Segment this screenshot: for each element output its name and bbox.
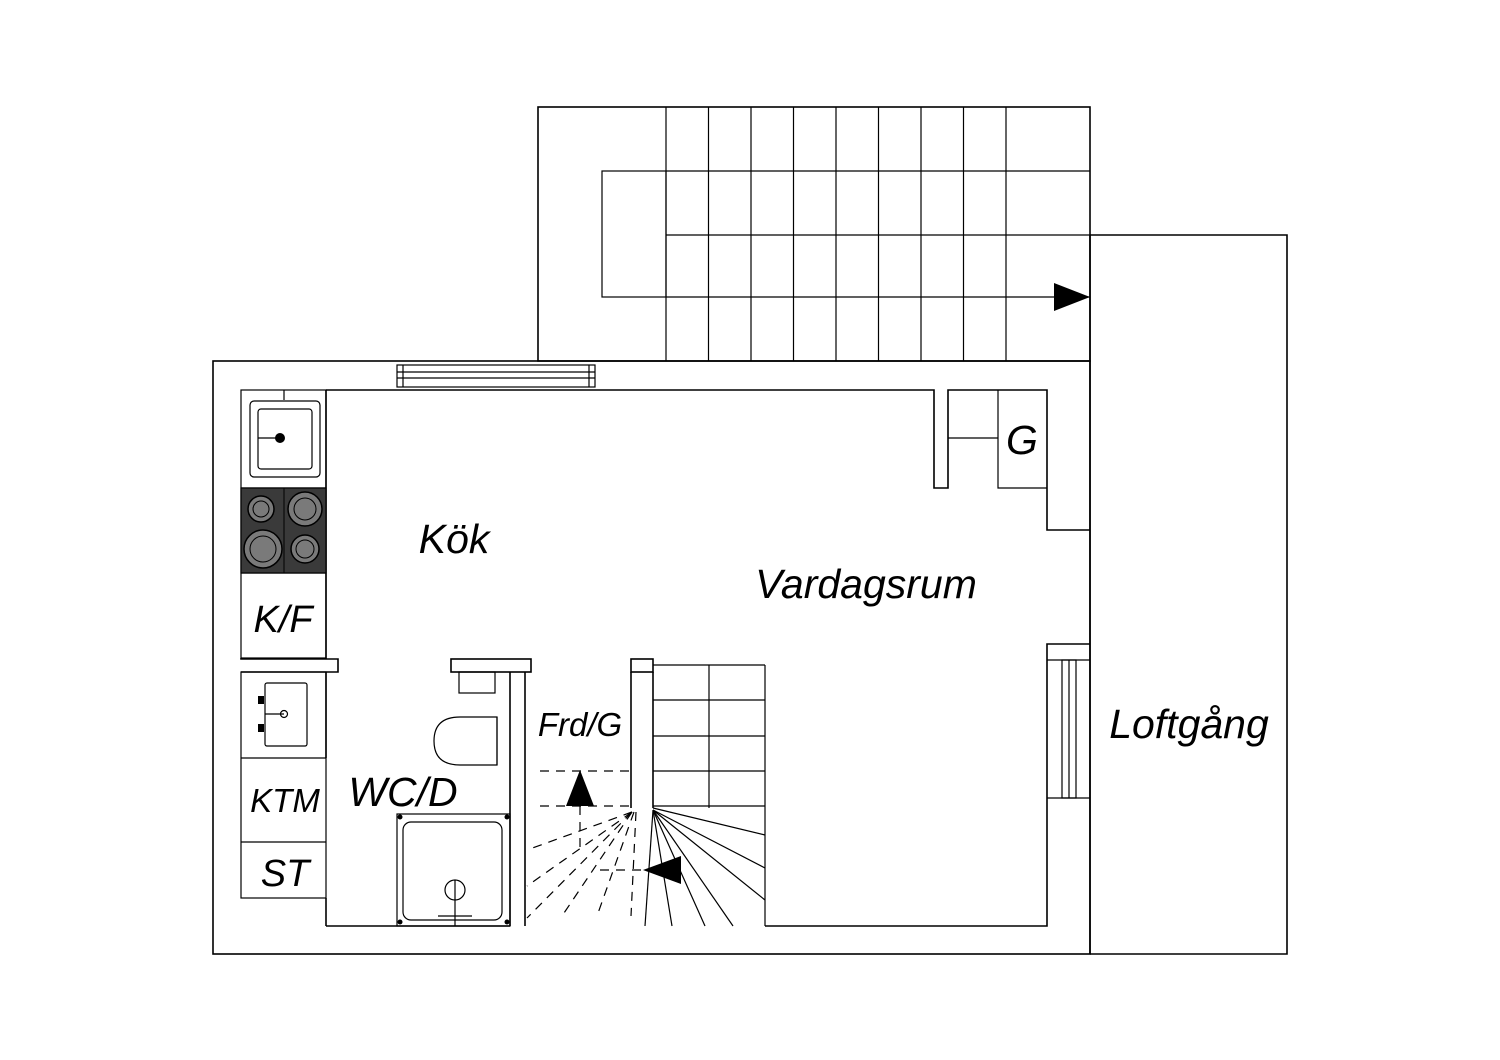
washbasin-icon xyxy=(258,682,308,747)
kitchen-counter: K/F xyxy=(240,389,327,659)
bathroom: KTM ST xyxy=(240,671,511,927)
stove-icon xyxy=(240,487,327,574)
wardrobe-label: G xyxy=(1006,417,1038,463)
inner-walls xyxy=(325,389,1090,927)
gallery-window xyxy=(1047,659,1090,799)
stair-direction-arrow-icon xyxy=(1054,283,1090,311)
kitchen-sink-icon xyxy=(249,400,321,478)
wardrobe xyxy=(948,390,1047,489)
stair-tread xyxy=(652,809,766,901)
toilet-icon xyxy=(433,671,498,766)
outer-walls xyxy=(212,235,1091,955)
interior-staircase xyxy=(526,664,766,927)
stair-tread xyxy=(652,809,766,869)
room-label-hall-storage: Frd/G xyxy=(538,706,622,743)
storage-label: ST xyxy=(261,853,312,895)
exterior-staircase xyxy=(537,106,1091,362)
stair-tread xyxy=(652,807,766,836)
room-label-living-room: Vardagsrum xyxy=(755,561,977,607)
stair-up-arrow-icon xyxy=(566,770,594,806)
bath-partition xyxy=(240,658,654,926)
room-label-kitchen: Kök xyxy=(419,516,492,562)
stair-tread xyxy=(652,809,734,927)
top-window xyxy=(396,364,596,388)
room-label-wc: WC/D xyxy=(348,769,457,815)
shower-icon xyxy=(396,813,511,927)
fridge-freezer-label: K/F xyxy=(253,599,314,641)
room-label-gallery: Loftgång xyxy=(1109,701,1269,747)
stair-down-arrow-icon xyxy=(643,856,681,884)
gallery-area xyxy=(1090,234,1288,955)
washer-label: KTM xyxy=(250,782,320,819)
